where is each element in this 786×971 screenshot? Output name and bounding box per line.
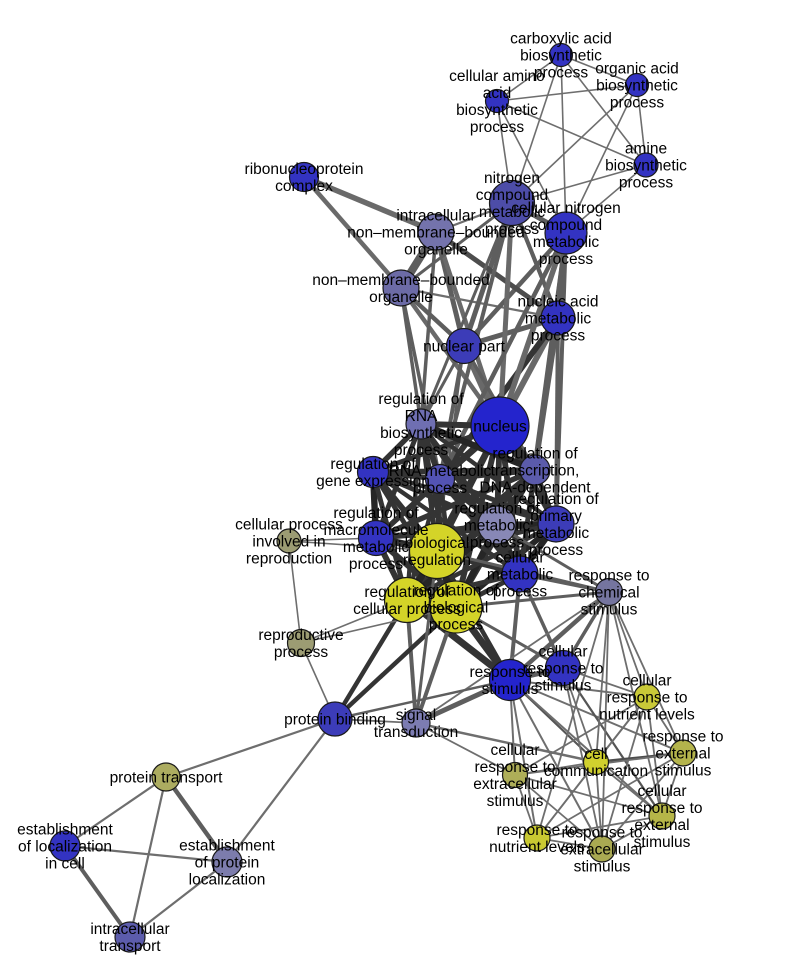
svg-text:protein transport: protein transport [110, 770, 224, 787]
svg-text:nucleus: nucleus [473, 419, 527, 436]
svg-text:protein binding: protein binding [284, 712, 386, 729]
svg-text:nuclear part: nuclear part [423, 339, 506, 356]
